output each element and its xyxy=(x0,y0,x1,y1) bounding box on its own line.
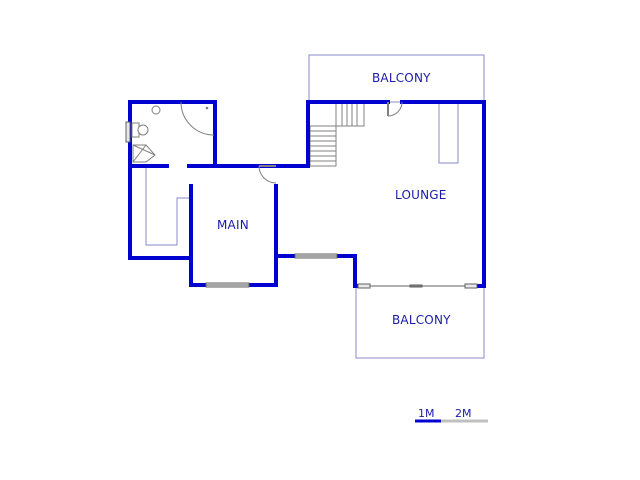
lounge-counter xyxy=(438,101,459,164)
shower-icon xyxy=(132,144,156,163)
room-label-balcony-bottom: BALCONY xyxy=(392,313,451,327)
scale-label-1m: 1M xyxy=(418,407,435,420)
windows xyxy=(125,121,478,289)
walls xyxy=(128,100,486,288)
bathroom-fixtures xyxy=(131,105,209,163)
room-label-balcony-top: BALCONY xyxy=(372,71,431,85)
scale-label-2m: 2M xyxy=(455,407,472,420)
balcony-top-outline xyxy=(308,54,485,103)
room-label-lounge: LOUNGE xyxy=(395,188,447,202)
basin-icon xyxy=(151,105,161,115)
built-in-cupboard xyxy=(145,168,190,246)
stairs-icon xyxy=(309,101,365,167)
doors xyxy=(180,101,403,184)
room-label-main: MAIN xyxy=(217,218,249,232)
